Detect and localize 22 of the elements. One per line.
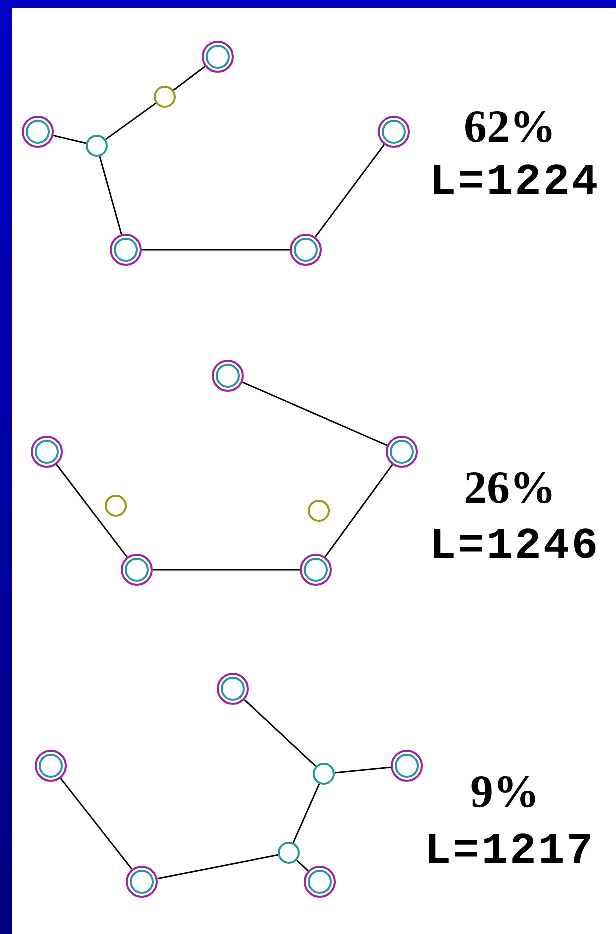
connector-line	[244, 699, 316, 768]
connector-line	[105, 102, 157, 140]
percentage-label: 9%	[470, 769, 540, 815]
connector-line	[173, 66, 206, 91]
connector-line	[99, 156, 122, 235]
percentage-label: 26%	[464, 465, 556, 511]
connector-line	[56, 464, 128, 558]
connector-line	[296, 860, 309, 872]
length-label: L=1217	[424, 830, 596, 874]
connector-line	[334, 766, 392, 774]
connector-line	[142, 249, 290, 251]
length-label: L=1246	[430, 525, 600, 569]
connector-line	[242, 382, 388, 446]
connector-line	[53, 134, 86, 144]
percentage-label: 62%	[464, 104, 556, 150]
length-label: L=1224	[430, 161, 600, 205]
connector-line	[324, 464, 394, 558]
connector-line	[292, 784, 320, 844]
connector-line	[158, 854, 278, 880]
connector-line	[153, 569, 300, 571]
connector-line	[60, 778, 133, 870]
connector-line	[314, 144, 386, 238]
